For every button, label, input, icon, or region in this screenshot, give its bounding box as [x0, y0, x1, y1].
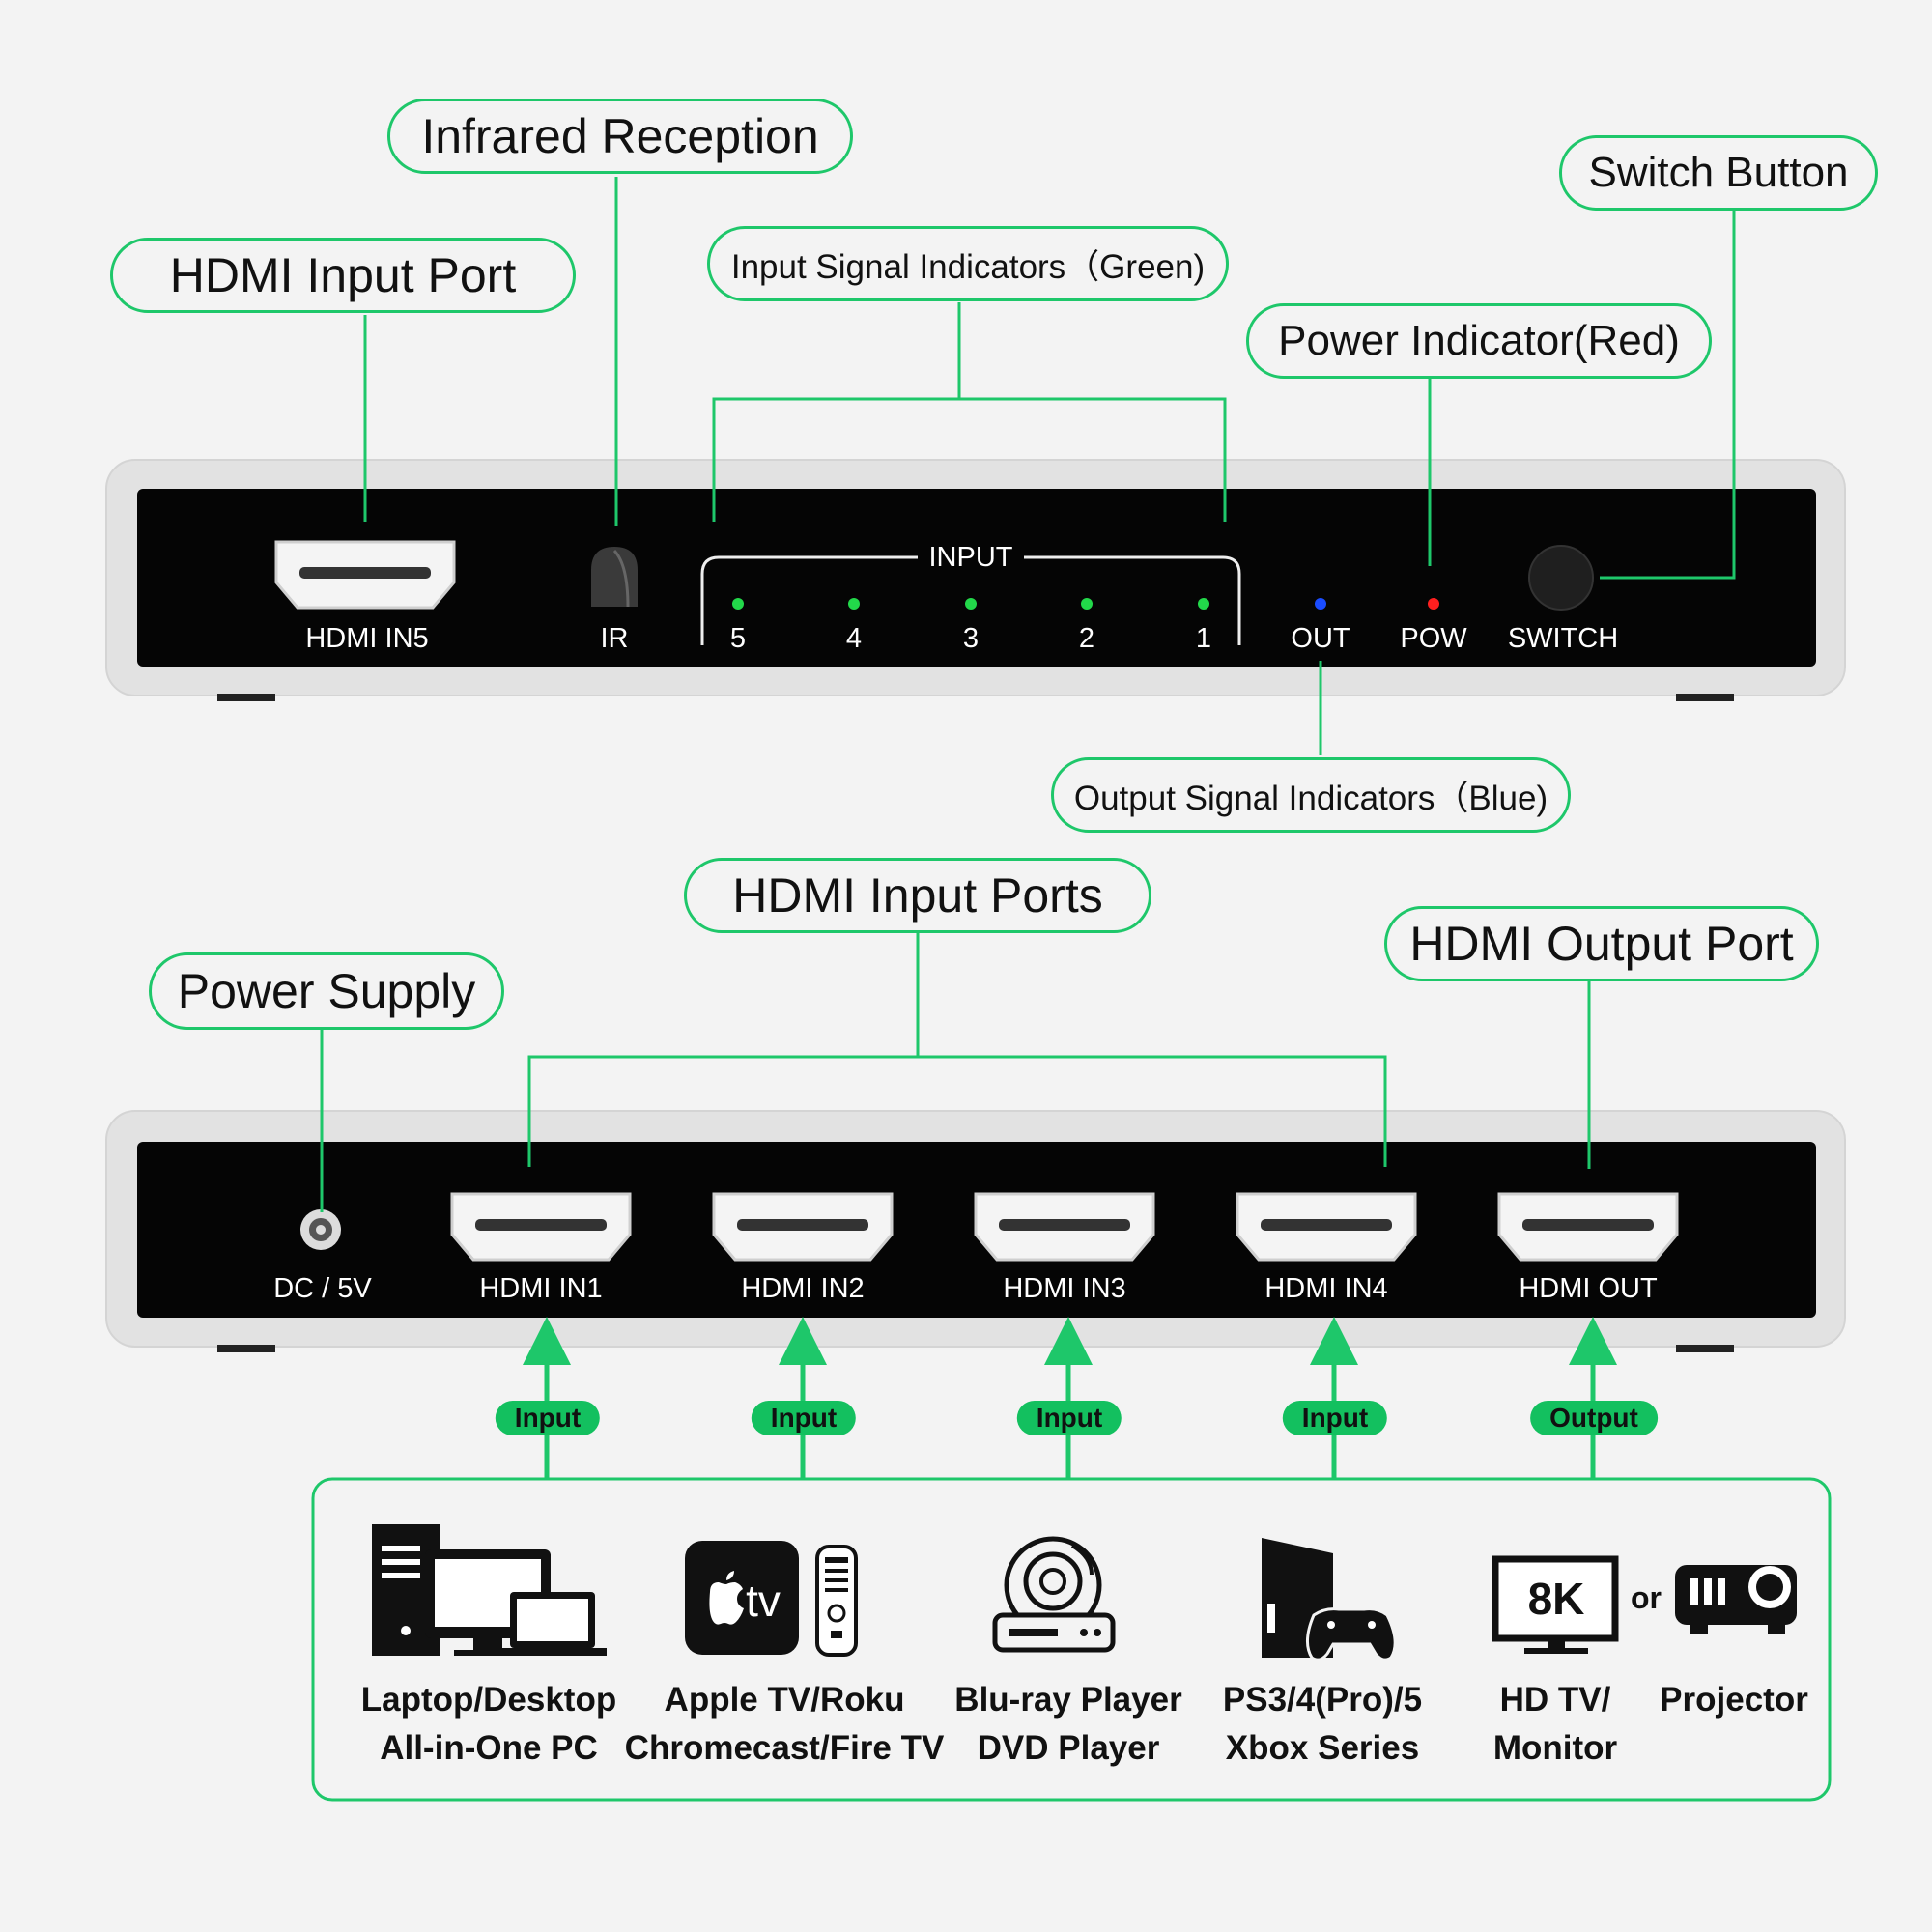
- label-hdmi-in1: HDMI IN1: [479, 1273, 603, 1304]
- led-blue-out: [1315, 598, 1326, 610]
- pill-input-1: Input: [495, 1401, 601, 1435]
- label-ir: IR: [600, 623, 629, 654]
- led-green-5: [732, 598, 744, 610]
- projector-icon: [1675, 1565, 1797, 1634]
- label-led-1: 1: [1195, 623, 1212, 654]
- front-panel: [105, 459, 1846, 701]
- pill-output: Output: [1530, 1401, 1658, 1435]
- led-green-2: [1081, 598, 1093, 610]
- rear-panel: [105, 1110, 1846, 1352]
- led-green-3: [965, 598, 977, 610]
- callout-input-signal-indicators: Input Signal Indicators（Green): [707, 226, 1229, 301]
- hdmi-in3-port: [974, 1192, 1155, 1262]
- pill-input-2: Input: [751, 1401, 857, 1435]
- label-led-4: 4: [845, 623, 863, 654]
- game-console-icon: [1262, 1538, 1397, 1662]
- label-hdmi-in2: HDMI IN2: [741, 1273, 865, 1304]
- label-out: OUT: [1291, 623, 1350, 654]
- hdmi-in1-port: [450, 1192, 632, 1262]
- callout-infrared-reception: Infrared Reception: [387, 99, 853, 174]
- hdmi-in4-port: [1236, 1192, 1417, 1262]
- label-dc: DC / 5V: [273, 1273, 372, 1304]
- callout-hdmi-input-port: HDMI Input Port: [110, 238, 576, 313]
- label-switch: SWITCH: [1507, 623, 1619, 654]
- hdmi-in5-port: [274, 540, 456, 610]
- hdmi-in2-port: [712, 1192, 894, 1262]
- pc-icon: [372, 1524, 607, 1656]
- callout-hdmi-output-port: HDMI Output Port: [1384, 906, 1819, 981]
- tv-icon: 8K: [1492, 1555, 1619, 1654]
- pill-input-4: Input: [1282, 1401, 1388, 1435]
- or-text: or: [1631, 1580, 1662, 1615]
- led-group: [732, 598, 1439, 610]
- label-hdmi-in4: HDMI IN4: [1264, 1273, 1388, 1304]
- label-hdmi-in3: HDMI IN3: [1003, 1273, 1126, 1304]
- callout-output-signal-indicators: Output Signal Indicators（Blue): [1051, 757, 1571, 833]
- callout-power-indicator: Power Indicator(Red): [1246, 303, 1712, 379]
- switch-button: [1528, 545, 1594, 611]
- label-led-3: 3: [962, 623, 980, 654]
- label-led-5: 5: [729, 623, 747, 654]
- leader-lines: [320, 177, 1736, 1212]
- led-red-pow: [1428, 598, 1439, 610]
- label-pow: POW: [1400, 623, 1467, 654]
- callout-power-supply: Power Supply: [149, 952, 504, 1030]
- ir-sensor: [591, 547, 638, 608]
- device-label-tv: HD TV/Monitor: [1492, 1681, 1618, 1767]
- pill-input-3: Input: [1016, 1401, 1122, 1435]
- appletv-logo-text: tv: [746, 1576, 781, 1626]
- apple-tv-icon: tv: [685, 1541, 858, 1657]
- label-hdmi-out: HDMI OUT: [1519, 1273, 1658, 1304]
- bluray-icon: [992, 1536, 1116, 1653]
- label-hdmi-in5: HDMI IN5: [305, 623, 429, 654]
- callout-hdmi-input-ports: HDMI Input Ports: [684, 858, 1151, 933]
- led-green-4: [848, 598, 860, 610]
- label-led-2: 2: [1078, 623, 1095, 654]
- label-input-group: INPUT: [928, 542, 1013, 573]
- device-label-projector: Projector: [1660, 1681, 1808, 1719]
- callout-switch-button: Switch Button: [1559, 135, 1878, 211]
- dc-jack: [300, 1209, 341, 1250]
- tv-badge-text: 8K: [1528, 1574, 1585, 1624]
- hdmi-out-port: [1497, 1192, 1679, 1262]
- led-green-1: [1198, 598, 1209, 610]
